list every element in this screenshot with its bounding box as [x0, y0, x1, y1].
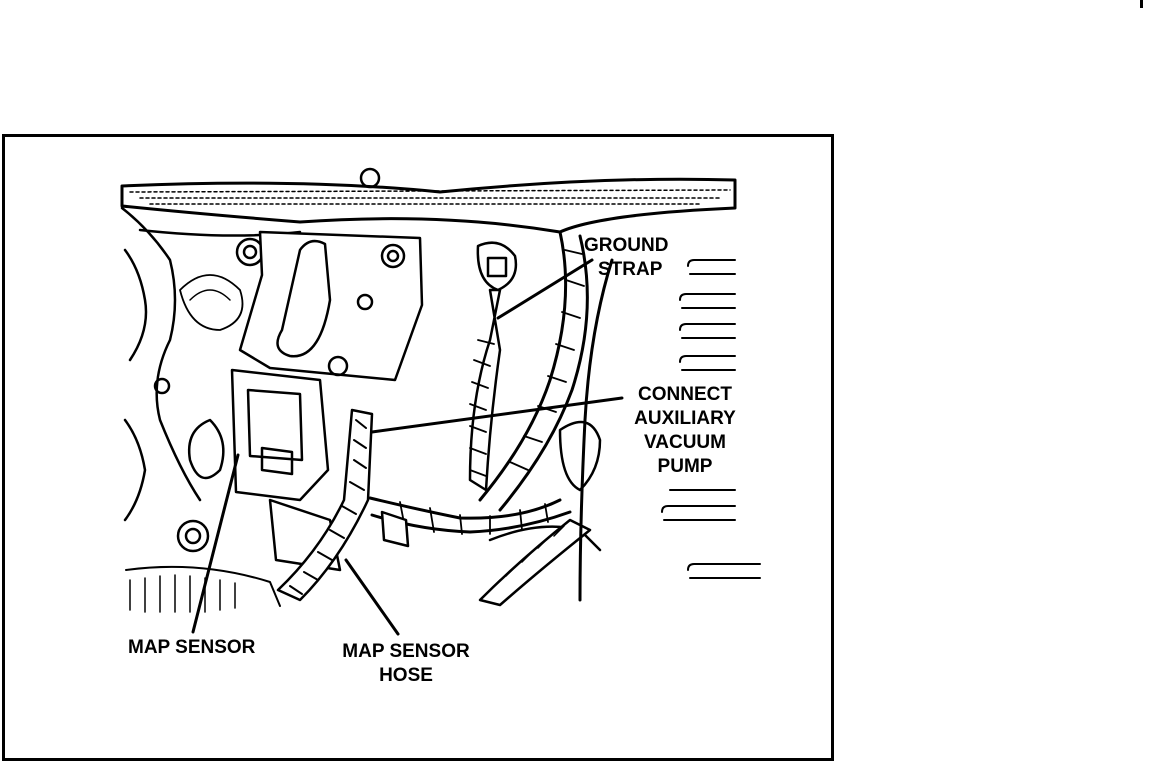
map-sensor-label: MAP SENSOR — [128, 636, 255, 660]
vacuum-pump-hose — [368, 496, 572, 548]
map-sensor-hose-label: MAP SENSOR HOSE — [328, 640, 484, 688]
map-sensor-body — [230, 368, 342, 572]
map-sensor-hose-label-line1: MAP SENSOR — [342, 641, 470, 662]
connect-auxiliary-vacuum-pump-label: CONNECT AUXILIARY VACUUM PUMP — [622, 383, 748, 479]
corner-mark — [1140, 0, 1143, 8]
wiring-conduit — [478, 230, 602, 607]
map-sensor-hose-leader — [344, 558, 400, 636]
connect-pump-leader — [370, 396, 624, 434]
map-sensor-bracket — [238, 230, 424, 382]
ground-strap-label-line2: STRAP — [598, 259, 663, 280]
side-panel — [558, 258, 761, 602]
cowl-band — [120, 167, 737, 234]
ground-strap-label: GROUND STRAP — [584, 234, 668, 282]
connect-label-line4: PUMP — [657, 456, 713, 477]
map-sensor-hose-label-line2: HOSE — [379, 665, 433, 686]
map-sensor-label-line1: MAP SENSOR — [128, 637, 256, 658]
ground-strap — [468, 241, 518, 492]
map-sensor-leader — [191, 453, 240, 634]
connect-label-line2: AUXILIARY — [634, 408, 736, 429]
figure-frame — [2, 134, 834, 761]
ground-strap-label-line1: GROUND — [584, 235, 669, 256]
connect-label-line3: VACUUM — [644, 432, 726, 453]
map-sensor-hose — [276, 408, 374, 602]
ground-strap-leader — [496, 258, 594, 320]
connect-label-line1: CONNECT — [638, 384, 732, 405]
leader-lines — [191, 258, 624, 636]
